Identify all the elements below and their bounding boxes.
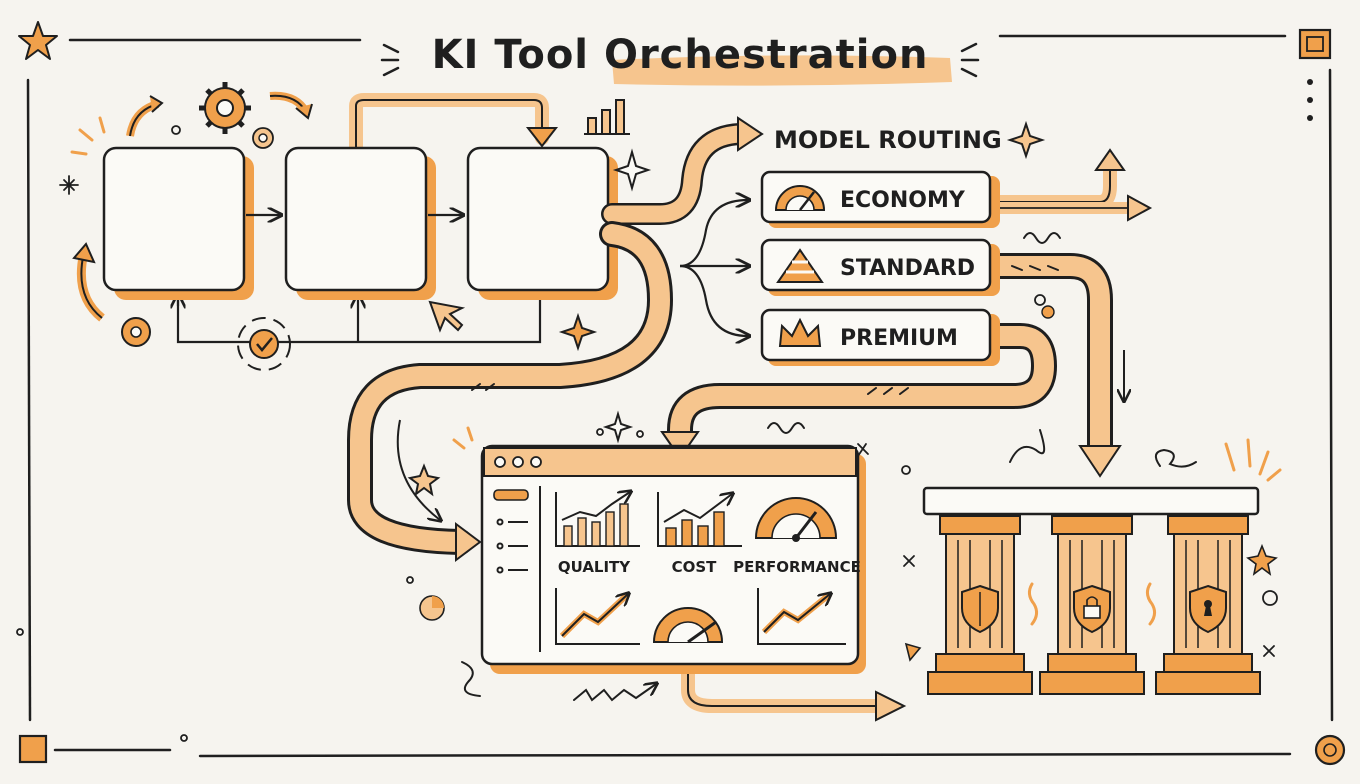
corner-square-icon [1298, 28, 1332, 60]
routing-heading: MODEL ROUTING [774, 126, 1002, 154]
gear-icon [199, 82, 251, 134]
pillar-roof [922, 486, 1260, 516]
corner-circle-icon [1314, 734, 1346, 766]
gauge-icon [754, 497, 838, 542]
shield-icon [961, 584, 999, 634]
workflow-step-box-3 [466, 146, 618, 300]
crown-icon [778, 317, 822, 347]
standard-to-pillars-band [996, 253, 1122, 478]
speedometer-icon [774, 185, 826, 211]
gear-icon-left [121, 317, 151, 347]
pyramid-icon [776, 248, 824, 283]
dashboard-to-pillars-arrow [681, 666, 907, 722]
trend-line-chart-icon-2 [757, 588, 846, 645]
tier-standard-label: STANDARD [840, 256, 975, 281]
metric-performance-label: PERFORMANCE [733, 558, 861, 576]
title-sparks [380, 42, 980, 78]
workflow-step-box-1 [102, 146, 254, 300]
economy-output-arrows [996, 148, 1153, 222]
cursor-icon [428, 300, 466, 333]
refresh-arrow-icon [72, 242, 105, 322]
return-flow-band [347, 221, 674, 562]
shield-lock-icon [1073, 584, 1111, 634]
doodle-marks [16, 125, 1278, 742]
metric-quality-label: QUALITY [558, 558, 631, 576]
doodle-squiggles [461, 232, 1197, 702]
tier-economy-label: ECONOMY [840, 188, 966, 213]
mini-bar-chart-icon [584, 99, 630, 135]
trend-line-chart-icon [555, 588, 640, 645]
page-title: KI Tool Orchestration [432, 32, 929, 78]
dashboard-sidebar-menu [496, 518, 528, 574]
main-flow-band [601, 116, 764, 225]
doodle-orange-shapes [419, 305, 1278, 662]
tier-premium-label: PREMIUM [840, 326, 958, 351]
star-icon [18, 21, 58, 60]
workflow-step-box-2 [284, 146, 436, 300]
curved-arrow-icon [126, 91, 313, 137]
gauge-small-icon [652, 607, 724, 644]
workflow-top-bypass [349, 93, 559, 157]
pillar-3 [1155, 515, 1261, 695]
workflow-loop-connector [178, 296, 542, 344]
bar-line-chart-icon [555, 492, 640, 547]
corner-square-icon-bottom [18, 734, 48, 764]
inner-flow-arrow [396, 419, 440, 520]
routing-connectors [679, 200, 748, 336]
doodle-accents [70, 116, 1282, 626]
tier-premium-box[interactable] [760, 308, 1000, 366]
gear-small-icon [252, 127, 274, 149]
shield-keyhole-icon [1189, 584, 1227, 634]
metric-cost-label: COST [672, 558, 718, 576]
title-highlight [612, 55, 952, 86]
sparkle-icon [407, 120, 1046, 497]
dots-icon [1307, 79, 1313, 121]
bar-chart-icon [657, 492, 742, 547]
check-cycle-icon [237, 317, 291, 371]
page-frame [26, 34, 1334, 758]
